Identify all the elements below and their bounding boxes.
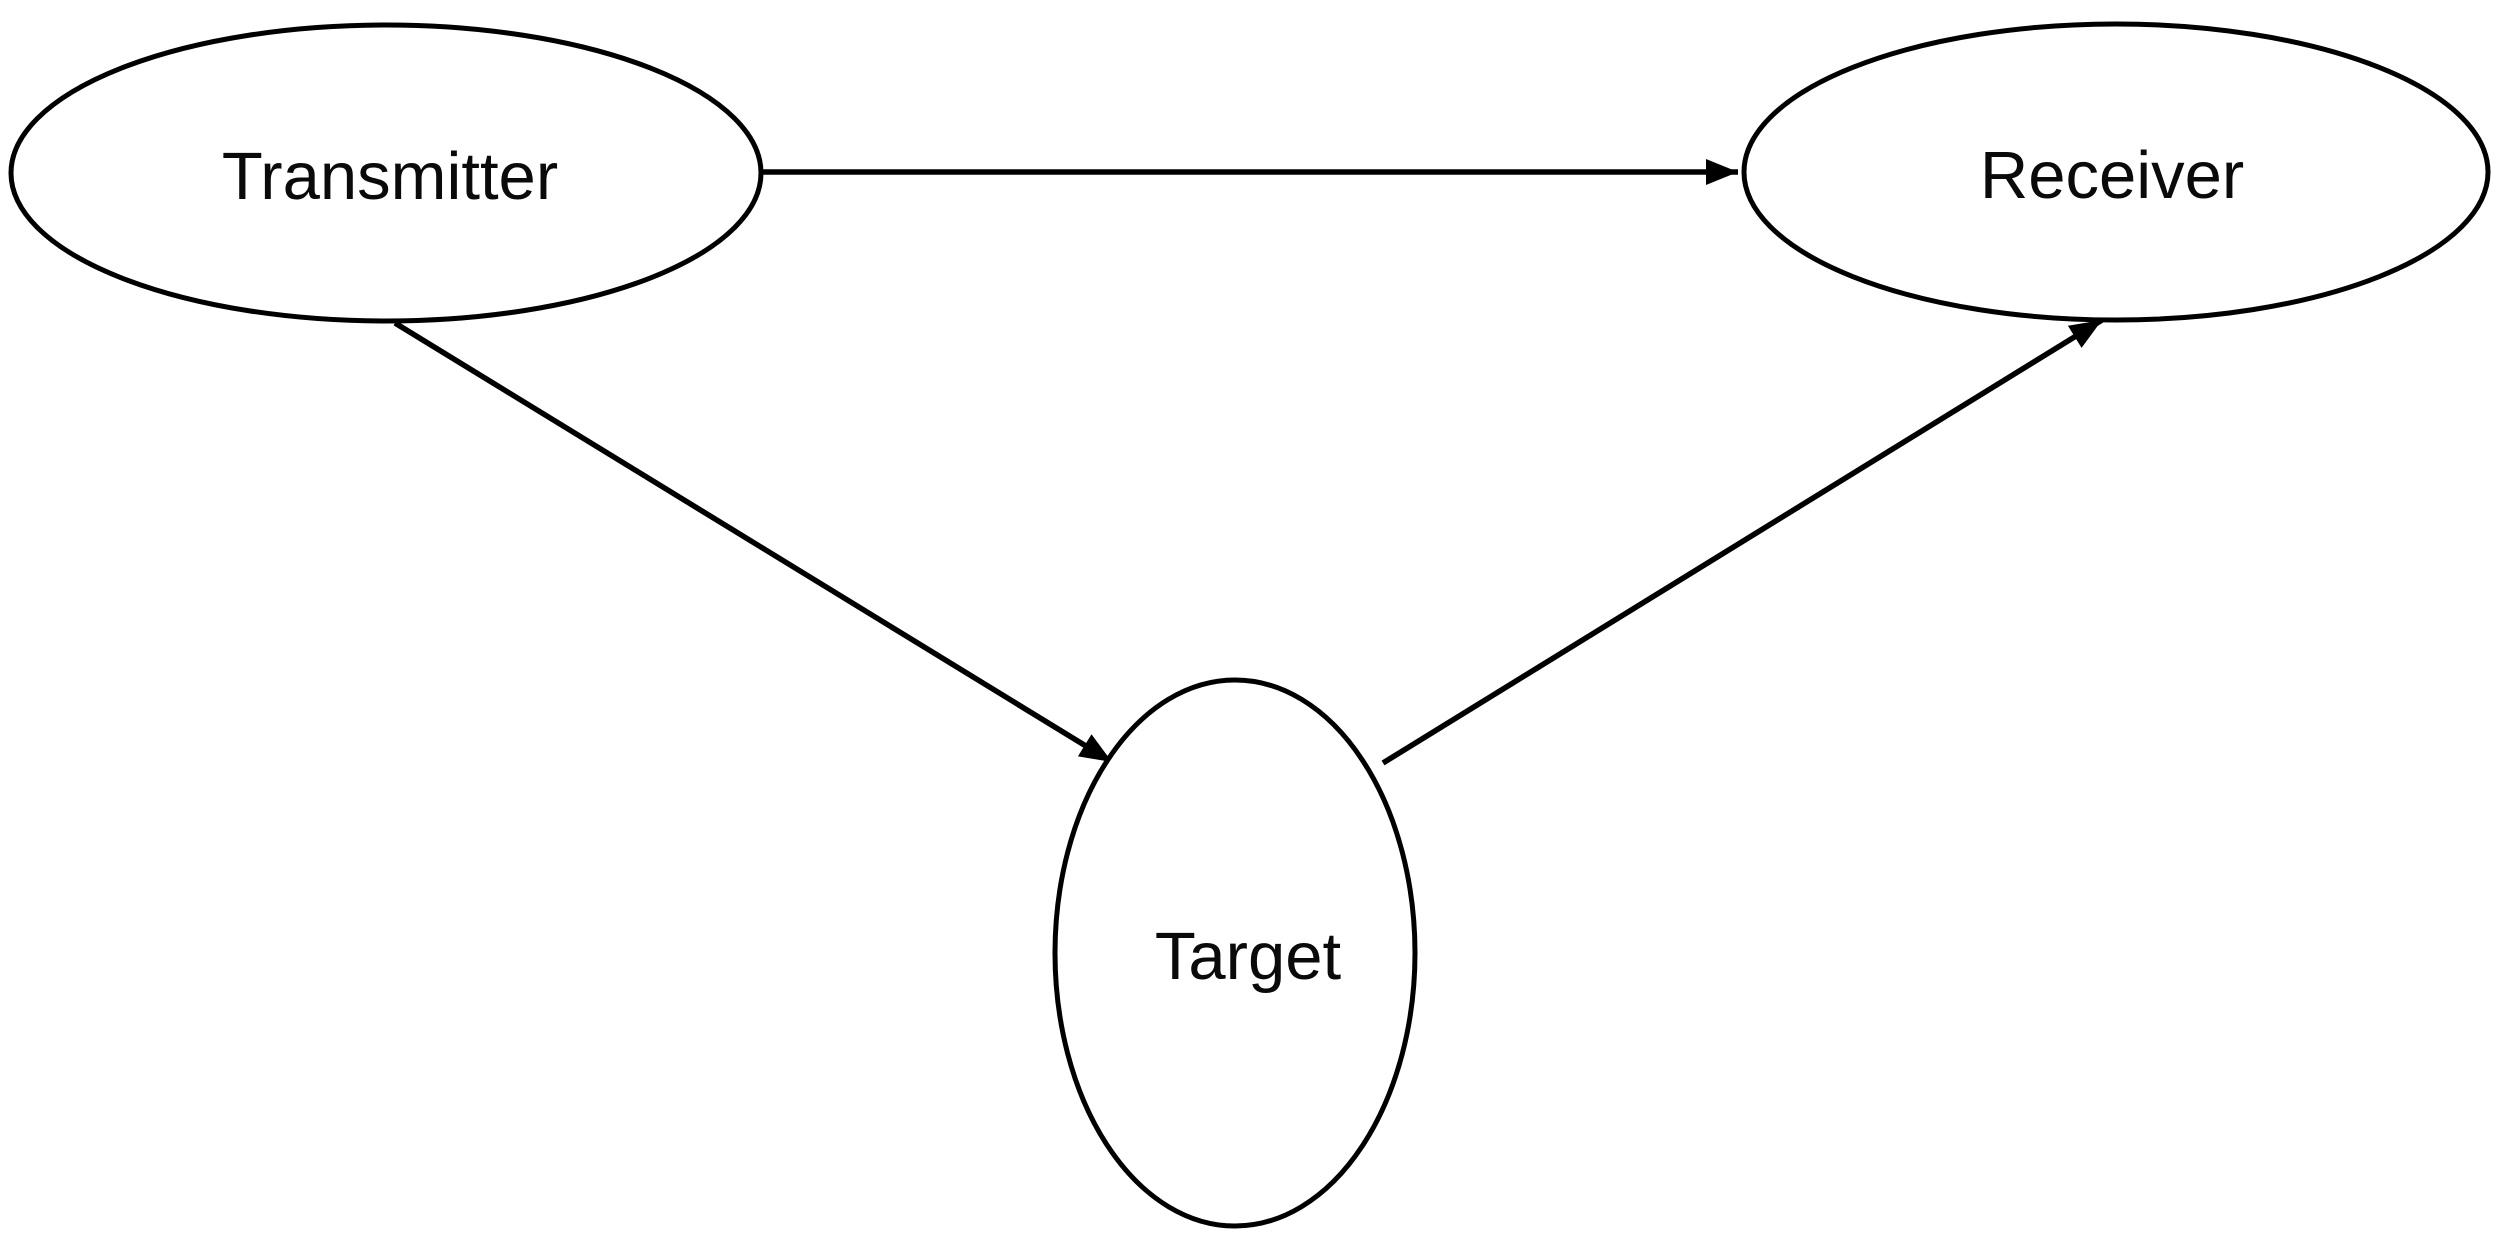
- edge-transmitter-to-target: [393, 320, 1114, 765]
- edge-target-to-receiver: [1381, 317, 2104, 766]
- receiver-label: Receiver: [1980, 138, 2244, 213]
- target-label: Target: [1155, 919, 1342, 994]
- receiver-node: Receiver: [1741, 21, 2491, 323]
- transmitter-label: Transmitter: [222, 139, 558, 214]
- transmitter-ellipse: [8, 22, 764, 324]
- target-node: Target: [1052, 677, 1418, 1229]
- receiver-ellipse: [1741, 21, 2491, 323]
- target-ellipse: [1052, 677, 1418, 1229]
- transmitter-node: Transmitter: [8, 22, 764, 324]
